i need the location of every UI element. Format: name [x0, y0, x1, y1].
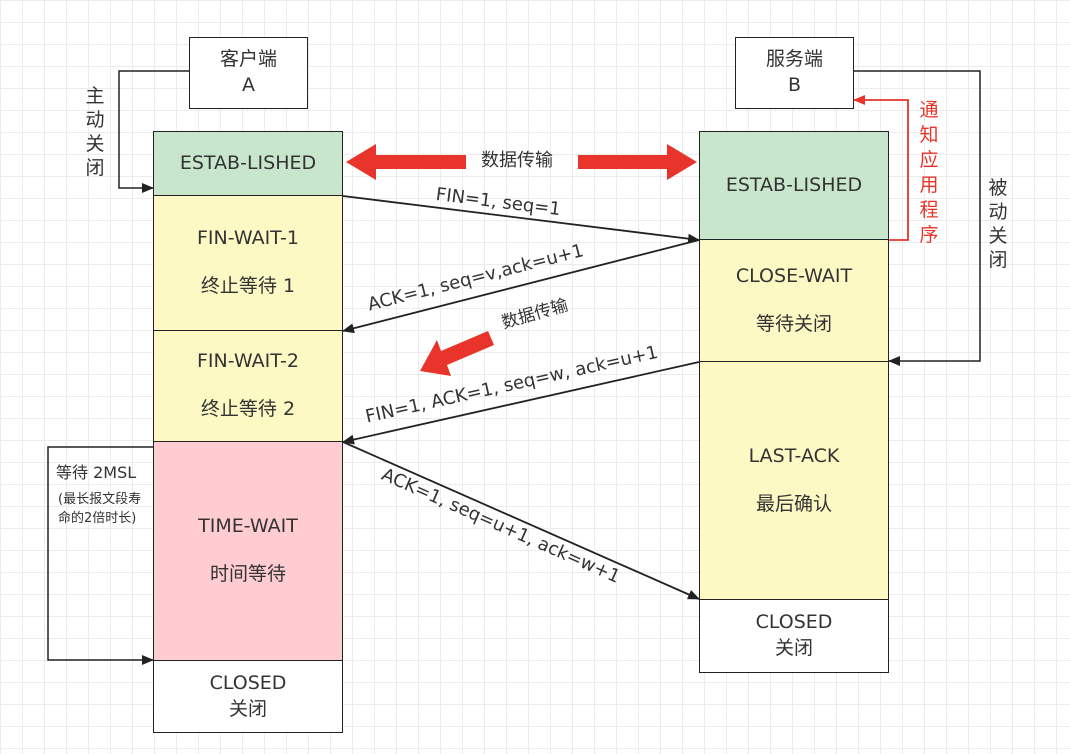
client-title: 客户端	[219, 48, 277, 71]
data-transfer-label: 数据传输	[481, 150, 553, 171]
client-state-time-wait: TIME-WAIT 时间等待	[153, 441, 343, 661]
state-desc: 关闭	[228, 697, 267, 720]
notify-app-label: 通 知 应 用 程 序	[918, 98, 940, 248]
wait-2msl-label: 等待 2MSL	[56, 463, 137, 482]
message-arrow-fin-ack	[342, 361, 700, 445]
message-arrow-ack	[342, 239, 700, 334]
state-name: LAST-ACK	[748, 444, 840, 467]
data-transfer-left-arrow	[346, 144, 466, 180]
state-desc: 关闭	[774, 637, 813, 659]
notify-app-char: 通	[919, 99, 939, 121]
state-name: CLOSED	[755, 611, 833, 634]
state-name: FIN-WAIT-1	[197, 227, 299, 250]
notify-app-char: 知	[919, 124, 939, 146]
state-name: ESTAB-LISHED	[725, 173, 863, 196]
client-state-established: ESTAB-LISHED	[153, 131, 343, 196]
server-title: 服务端	[765, 48, 823, 71]
passive-close-label: 被 动 关 闭	[987, 176, 1009, 272]
server-state-close-wait: CLOSE-WAIT 等待关闭	[699, 239, 889, 362]
active-close-label: 主 动 关 闭	[84, 84, 106, 180]
passive-close-char: 关	[988, 225, 1008, 247]
passive-close-char: 动	[988, 201, 1008, 223]
client-id: A	[242, 74, 255, 96]
passive-close-char: 闭	[988, 249, 1008, 271]
server-id: B	[787, 74, 802, 96]
notify-app-char: 用	[919, 174, 939, 196]
passive-close-connector	[854, 70, 981, 366]
active-close-connector	[118, 70, 189, 193]
state-desc: 终止等待 2	[200, 398, 296, 420]
state-desc: 终止等待 1	[200, 275, 296, 297]
notify-app-char: 序	[919, 224, 939, 246]
server-state-established: ESTAB-LISHED	[699, 131, 889, 240]
state-name: CLOSE-WAIT	[735, 264, 853, 287]
active-close-char: 关	[85, 133, 105, 155]
client-header-box: 客户端 A	[189, 37, 308, 109]
wait-2msl-note-line2: 命的2倍时长)	[58, 511, 137, 526]
server-header-box: 服务端 B	[735, 37, 854, 109]
state-desc: 等待关闭	[755, 312, 832, 335]
client-state-closed: CLOSED 关闭	[153, 660, 343, 733]
notify-app-connector	[853, 95, 909, 241]
notify-app-char: 程	[919, 199, 939, 221]
state-desc: 最后确认	[755, 492, 832, 515]
active-close-char: 主	[85, 85, 105, 107]
data-transfer-small-arrow	[420, 331, 494, 376]
state-name: TIME-WAIT	[198, 515, 298, 538]
message-arrow-fin	[342, 195, 700, 244]
state-name: ESTAB-LISHED	[179, 151, 317, 174]
data-transfer-right-arrow	[578, 144, 697, 180]
wait-2msl-connector	[47, 446, 154, 665]
state-desc: 时间等待	[209, 563, 286, 585]
passive-close-char: 被	[988, 177, 1008, 199]
wait-2msl-note-line1: (最长报文段寿	[58, 492, 142, 507]
server-state-closed: CLOSED 关闭	[699, 599, 889, 673]
server-state-last-ack: LAST-ACK 最后确认	[699, 361, 889, 600]
state-name: FIN-WAIT-2	[197, 350, 299, 373]
message-arrow-final-ack	[342, 441, 700, 600]
client-state-fin-wait-1: FIN-WAIT-1 终止等待 1	[153, 195, 343, 331]
notify-app-char: 应	[919, 149, 939, 171]
state-name: CLOSED	[209, 671, 287, 694]
active-close-char: 闭	[85, 157, 105, 179]
client-state-fin-wait-2: FIN-WAIT-2 终止等待 2	[153, 330, 343, 442]
active-close-char: 动	[85, 109, 105, 131]
